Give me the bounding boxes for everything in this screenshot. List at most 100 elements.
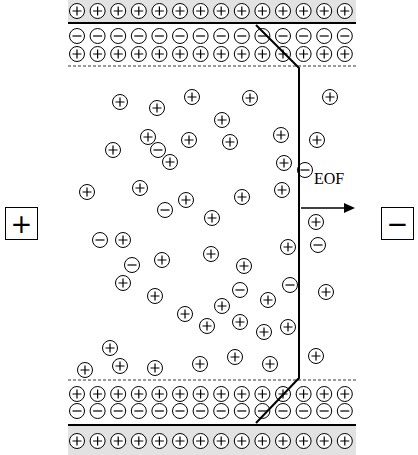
cation-symbol	[204, 247, 219, 262]
ion-sign	[260, 328, 269, 337]
ion-sign	[207, 250, 216, 259]
ion-sign	[217, 7, 226, 16]
cation-symbol	[257, 325, 272, 340]
anion-symbol	[214, 29, 229, 44]
ion-sign	[299, 7, 308, 16]
velocity-profile	[256, 25, 299, 423]
ion-sign	[106, 344, 115, 353]
ion-sign	[286, 284, 295, 285]
ion-sign	[155, 410, 164, 411]
ion-sign	[93, 410, 102, 411]
ion-sign	[320, 390, 329, 399]
ion-sign	[340, 7, 349, 16]
ion-sign	[226, 138, 235, 147]
ion-sign	[134, 390, 143, 399]
anion-symbol	[317, 404, 332, 419]
cation-symbol	[131, 434, 146, 449]
ion-sign	[196, 390, 205, 399]
ion-sign	[196, 7, 205, 16]
wall-surface	[68, 22, 356, 24]
anion-symbol	[337, 404, 352, 419]
anion-symbol	[214, 404, 229, 419]
cation-symbol	[131, 387, 146, 402]
cation-symbol	[70, 434, 85, 449]
eof-arrowhead	[344, 203, 355, 213]
ion-sign	[73, 35, 82, 36]
cation-symbol	[152, 47, 167, 62]
cation-symbol	[70, 4, 85, 19]
ion-sign	[196, 360, 205, 369]
cation-symbol	[113, 359, 128, 374]
cation-symbol	[296, 47, 311, 62]
cation-symbol	[182, 133, 197, 148]
cation-symbol	[141, 130, 156, 145]
ion-sign	[134, 50, 143, 59]
cation-symbol	[173, 47, 188, 62]
ion-sign	[340, 410, 349, 411]
cation-symbol	[70, 387, 85, 402]
cation-symbol	[111, 4, 126, 19]
ion-sign	[320, 50, 329, 59]
electrode-sign: +	[11, 211, 33, 237]
cation-symbol	[277, 156, 292, 171]
cation-symbol	[193, 434, 208, 449]
electrode-box: +	[5, 207, 38, 240]
flow-label: EOF	[313, 170, 345, 188]
ion-sign	[264, 296, 273, 305]
ion-sign	[134, 35, 143, 36]
ion-sign	[134, 437, 143, 446]
cation-symbol	[90, 434, 105, 449]
cation-symbol	[296, 4, 311, 19]
ion-sign	[176, 390, 185, 399]
ion-sign	[314, 244, 323, 245]
ion-sign	[134, 410, 143, 411]
anion-symbol	[70, 29, 85, 44]
cation-symbol	[78, 363, 93, 378]
anion-symbol	[337, 29, 352, 44]
ion-sign	[340, 50, 349, 59]
ion-sign	[93, 390, 102, 399]
cation-symbol	[193, 387, 208, 402]
cation-symbol	[275, 183, 290, 198]
cation-symbol	[274, 128, 289, 143]
cation-symbol	[234, 387, 249, 402]
cation-symbol	[70, 47, 85, 62]
ion-sign	[299, 410, 308, 411]
cation-symbol	[133, 181, 148, 196]
cation-symbol	[131, 47, 146, 62]
ion-sign	[93, 35, 102, 36]
ion-sign	[258, 50, 267, 59]
anion-symbol	[111, 29, 126, 44]
cation-symbol	[223, 135, 238, 150]
ion-symbols	[70, 4, 353, 449]
cation-symbol	[152, 434, 167, 449]
ion-sign	[218, 302, 227, 311]
ion-sign	[93, 7, 102, 16]
anion-symbol	[311, 238, 326, 253]
bottom-wall	[68, 425, 356, 455]
ion-sign	[176, 7, 185, 16]
ion-sign	[246, 94, 255, 103]
cation-symbol	[255, 434, 270, 449]
cation-symbol	[152, 387, 167, 402]
anion-symbol	[296, 29, 311, 44]
cation-symbol	[296, 434, 311, 449]
ion-sign	[128, 264, 137, 265]
ion-sign	[116, 362, 125, 371]
anion-symbol	[173, 404, 188, 419]
anion-symbol	[152, 404, 167, 419]
electrode-sign: −	[387, 211, 409, 237]
ion-sign	[155, 437, 164, 446]
cation-symbol	[337, 4, 352, 19]
cation-symbol	[233, 315, 248, 330]
cation-symbol	[309, 349, 324, 364]
anion-symbol	[173, 29, 188, 44]
ion-sign	[158, 256, 167, 265]
cation-symbol	[317, 47, 332, 62]
ion-sign	[279, 7, 288, 16]
ion-sign	[237, 7, 246, 16]
wall-surface	[68, 424, 356, 426]
shear-plane	[68, 66, 356, 67]
cation-symbol	[317, 387, 332, 402]
ion-sign	[73, 437, 82, 446]
